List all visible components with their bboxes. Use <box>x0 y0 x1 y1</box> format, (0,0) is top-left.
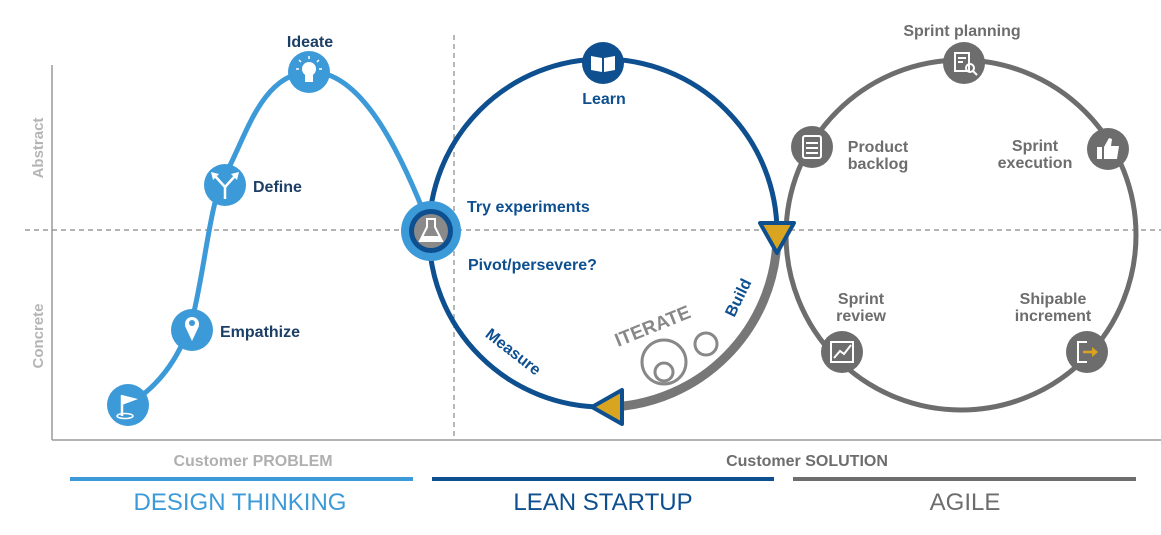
agile-title: AGILE <box>930 489 1001 516</box>
design-thinking-curve <box>126 69 433 408</box>
empathize-node <box>171 309 213 351</box>
product-backlog-label-2: backlog <box>848 156 908 173</box>
ideate-label: Ideate <box>287 34 333 51</box>
measure-arrow-marker <box>590 388 624 426</box>
book-icon <box>591 56 615 72</box>
sprint-planning-label: Sprint planning <box>903 23 1020 40</box>
experiment-node <box>401 201 461 261</box>
flag-icon <box>116 395 138 420</box>
agile-bar <box>793 477 1136 481</box>
learn-label: Learn <box>582 91 626 108</box>
start-flag-node <box>107 384 149 426</box>
learn-node <box>582 42 624 84</box>
sprint-review-label-1: Sprint <box>838 291 885 308</box>
customer-solution-label: Customer SOLUTION <box>726 453 888 470</box>
customer-problem-label: Customer PROBLEM <box>173 453 332 470</box>
design-thinking-title: DESIGN THINKING <box>134 489 347 516</box>
product-backlog-node <box>791 126 833 168</box>
define-node <box>204 164 246 206</box>
try-experiments-label: Try experiments <box>467 199 590 216</box>
measure-label: Measure <box>482 326 544 379</box>
shipable-label-2: increment <box>1015 308 1092 325</box>
list-icon <box>802 135 822 159</box>
split-arrows-icon <box>211 172 239 199</box>
lean-startup-bar <box>432 477 774 481</box>
chart-icon <box>830 341 854 363</box>
product-backlog-label-1: Product <box>848 139 909 156</box>
build-arrow-marker <box>758 221 796 255</box>
sprint-execution-label-2: execution <box>998 155 1073 172</box>
empathize-label: Empathize <box>220 324 300 341</box>
lean-startup-title: LEAN STARTUP <box>513 489 692 516</box>
define-label: Define <box>253 179 302 196</box>
user-pin-icon <box>185 317 199 341</box>
y-axis-label-concrete: Concrete <box>30 303 47 368</box>
sprint-review-label-2: review <box>836 308 886 325</box>
build-arc <box>611 239 782 412</box>
export-icon <box>1077 341 1098 363</box>
sprint-execution-node <box>1087 128 1129 170</box>
lightbulb-icon <box>296 56 322 82</box>
shipable-increment-node <box>1066 331 1108 373</box>
thumbs-up-icon <box>1097 138 1119 159</box>
build-label: Build <box>723 276 756 319</box>
pivot-label: Pivot/persevere? <box>468 257 597 274</box>
sprint-execution-label-1: Sprint <box>1012 138 1059 155</box>
flask-icon <box>418 218 444 242</box>
ideate-node <box>288 51 330 93</box>
iterate-gears <box>640 331 719 386</box>
sprint-planning-node <box>943 42 985 84</box>
sprint-review-node <box>821 331 863 373</box>
y-axis-label-abstract: Abstract <box>30 118 47 179</box>
document-search-icon <box>954 52 978 76</box>
design-thinking-bar <box>70 477 413 481</box>
shipable-label-1: Shipable <box>1020 291 1087 308</box>
